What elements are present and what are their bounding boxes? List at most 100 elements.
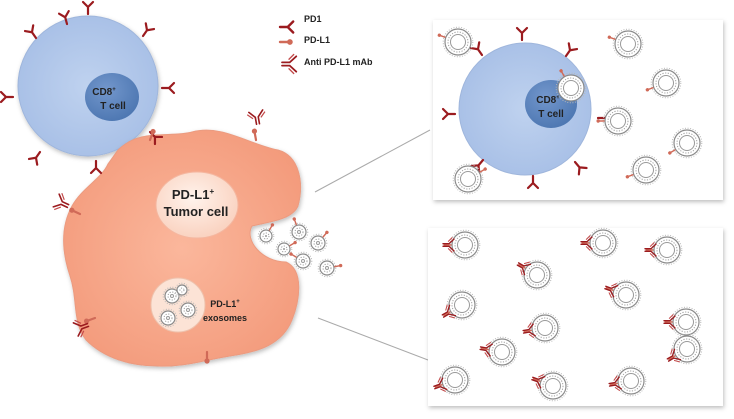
pd1-receptor-icon — [469, 41, 484, 57]
exosome-icon — [446, 289, 478, 321]
anti-pdl1-antibody-icon — [644, 241, 657, 259]
pdl1-ligand-icon — [83, 316, 97, 324]
exo-label-line1: PD-L1+ — [210, 299, 240, 309]
pd1-receptor-icon — [515, 26, 529, 42]
exosome-icon — [178, 300, 198, 320]
pd1-receptor-icon — [564, 42, 579, 58]
pd1-receptor-icon — [57, 10, 70, 26]
exosome-icon — [449, 229, 481, 261]
anti-pdl1-antibody-icon — [580, 234, 593, 252]
pdl1-ligand-icon — [625, 174, 634, 179]
anti-pdl1-antibody-icon — [663, 313, 676, 331]
pdl1-ligand-icon — [668, 149, 676, 155]
tumor-cell: PD-L1+ Tumor cell PD-L1+ exosomes — [63, 129, 301, 367]
pd1-receptor-icon — [141, 22, 156, 38]
exosome-icon — [174, 282, 190, 298]
exosome-icon — [671, 127, 703, 159]
exosome-icon — [650, 67, 682, 99]
exosome-icon — [612, 28, 644, 60]
exosome-icon — [257, 227, 275, 245]
exosome-icon — [452, 163, 484, 195]
anti-pdl1-antibody-icon — [516, 261, 532, 276]
pdl1-ligand-icon — [251, 128, 258, 142]
exosome-icon — [293, 251, 313, 271]
anti-pdl1-antibody-icon — [604, 283, 619, 299]
exosome-icon — [439, 364, 471, 396]
anti-pdl1-antibody-icon — [246, 109, 266, 126]
pdl1-ligand-icon — [148, 128, 156, 142]
tumor-label-line2: Tumor cell — [164, 204, 229, 219]
legend-pd1-icon — [278, 20, 295, 34]
exosome-icon — [158, 308, 178, 328]
anti-pdl1-antibody-icon — [522, 322, 536, 339]
exosome-icon — [587, 227, 619, 259]
exosome-icon — [521, 259, 553, 291]
exo-label-line2: exosomes — [203, 313, 247, 323]
tcell-label-line1: CD8+ — [92, 87, 116, 98]
connector-line-top — [314, 129, 431, 193]
tcell-nucleus — [85, 73, 139, 121]
pd1-receptor-icon — [27, 150, 42, 166]
exosome-icon — [602, 105, 634, 137]
legend-anti-pdl1-icon — [281, 53, 298, 75]
pdl1-ligand-icon — [607, 35, 616, 40]
pdl1-ligand-icon — [334, 263, 343, 268]
pdl1-ligand-icon — [292, 217, 297, 226]
tumor-label-line1: PD-L1+ — [172, 187, 215, 202]
anti-pdl1-antibody-icon — [52, 192, 70, 211]
pd1-receptor-icon — [89, 159, 103, 175]
tcell-zoom-label-line1: CD8+ — [536, 95, 560, 106]
pdl1-ligand-icon — [479, 167, 487, 173]
pdl1-ligand-icon — [596, 119, 605, 123]
legend-pdl1-label: PD-L1 — [304, 35, 330, 45]
exosome-icon — [651, 234, 683, 266]
pd1-receptor-icon — [573, 160, 588, 176]
legend-pd1-label: PD1 — [304, 14, 322, 24]
pd1-receptor-icon — [441, 107, 457, 121]
pdl1-ligand-icon — [437, 33, 446, 38]
connector-line-bottom — [317, 317, 429, 361]
exosome-icon — [486, 336, 518, 368]
tcell-zoom-label-line2: T cell — [538, 109, 564, 120]
pdl1-ligand-icon — [559, 69, 565, 77]
tumor-nucleus — [155, 171, 239, 239]
pdl1-ligand-icon — [69, 207, 82, 216]
exosome-icon — [308, 233, 328, 253]
pdl1-ligand-icon — [322, 230, 329, 238]
anti-pdl1-antibody-icon — [441, 304, 457, 319]
pd1-receptor-icon — [526, 174, 540, 190]
anti-pdl1-antibody-icon — [442, 236, 455, 254]
pd1-receptor-icon — [0, 90, 15, 104]
tcell-label-line2: T cell — [100, 101, 126, 112]
exosome-icon — [615, 365, 647, 397]
anti-pdl1-antibody-icon — [666, 348, 682, 363]
anti-pdl1-antibody-icon — [433, 376, 448, 392]
pdl1-ligand-icon — [289, 252, 297, 258]
legend-pdl1-icon — [278, 39, 293, 45]
cd8-t-cell-zoom: CD8+ T cell — [458, 42, 592, 176]
anti-pdl1-antibody-icon — [531, 374, 546, 390]
cd8-t-cell: CD8+ T cell — [17, 15, 159, 157]
pd1-receptor-icon — [81, 0, 95, 16]
exosome-icon — [630, 154, 662, 186]
exosome-icon — [317, 258, 337, 278]
exosome-icon — [289, 222, 309, 242]
exosome-icon — [275, 240, 293, 258]
pdl1-ligand-icon — [268, 223, 275, 231]
pdl1-ligand-icon — [204, 350, 210, 364]
anti-pdl1-antibody-icon — [72, 319, 90, 338]
anti-pdl1-antibody-icon — [479, 341, 493, 358]
pd1-receptor-icon — [160, 81, 176, 95]
exosome-icon — [610, 279, 642, 311]
legend: PD1 PD-L1 Anti PD-L1 mAb — [304, 14, 373, 67]
exosome-icon — [529, 312, 561, 344]
pdl1-ligand-icon — [289, 240, 297, 247]
pdl1-ligand-icon — [645, 87, 654, 92]
anti-pdl1-antibody-icon — [608, 375, 622, 392]
exosome-icon — [555, 72, 587, 104]
exosome-icon — [671, 333, 703, 365]
pd1-receptor-icon — [23, 24, 38, 40]
exosome-icon — [537, 370, 569, 402]
legend-anti-pdl1-label: Anti PD-L1 mAb — [304, 57, 373, 67]
